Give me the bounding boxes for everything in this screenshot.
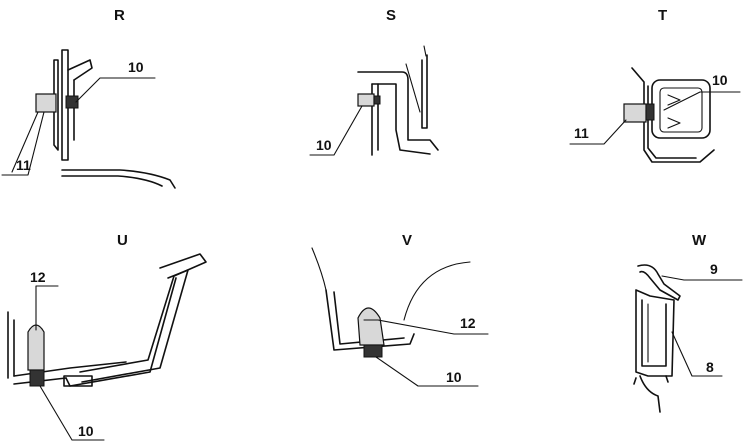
panel-s-clip xyxy=(357,93,375,107)
panel-t-clip-body xyxy=(623,103,647,123)
panel-s-channel-outer xyxy=(357,71,439,151)
panel-t-fastener xyxy=(645,103,655,121)
panel-v-leader-12 xyxy=(377,319,489,335)
panel-v-label-12: 12 xyxy=(460,315,476,331)
panel-s-clip-head xyxy=(373,95,381,105)
panel-v-fastener xyxy=(363,344,383,358)
panel-v-arc-right xyxy=(403,261,471,321)
panel-w-label-8: 8 xyxy=(706,359,714,375)
panel-u-clip-12 xyxy=(27,324,45,371)
panel-t-leader-10 xyxy=(663,91,741,111)
panel-w-channel-inner xyxy=(641,299,667,367)
panel-w-label-9: 9 xyxy=(710,261,718,277)
panel-v-label-10: 10 xyxy=(446,369,462,385)
panel-r-label-10: 10 xyxy=(128,59,144,75)
panel-s-label-10: 10 xyxy=(316,137,332,153)
panel-w-title: W xyxy=(692,232,707,249)
panel-u-leader-10 xyxy=(39,385,105,441)
panel-r-title: R xyxy=(114,7,125,24)
panel-v-title: V xyxy=(402,232,412,249)
panel-t: T 10 11 xyxy=(569,7,741,163)
panel-s-channel-inner xyxy=(371,83,431,155)
panel-w: W 9 8 xyxy=(633,232,743,413)
panel-r-label-11: 11 xyxy=(16,157,31,173)
panel-w-channel-outer xyxy=(635,289,675,377)
panel-t-label-11: 11 xyxy=(574,125,589,141)
panel-r-bracket-tab xyxy=(67,59,93,81)
panel-u-fastener xyxy=(29,369,45,387)
panel-s-strip-line xyxy=(405,63,421,113)
panel-v: V 12 10 xyxy=(311,232,489,387)
panel-w-leader-8 xyxy=(671,331,723,377)
panel-r-fastener xyxy=(65,95,79,109)
panel-r-lower-trim-inner xyxy=(61,175,163,187)
panel-w-lip xyxy=(637,264,681,301)
panel-s-strip-top xyxy=(423,45,427,57)
panel-u-label-10: 10 xyxy=(78,423,94,439)
panel-v-arc-left xyxy=(311,247,327,291)
panel-u-foot xyxy=(63,375,93,387)
panel-t-leader-11 xyxy=(569,119,627,145)
panel-r-leader-10 xyxy=(75,77,156,103)
panel-u: U 12 10 xyxy=(7,232,207,441)
panel-u-arm-outer xyxy=(79,253,207,373)
panel-s-trim-strip xyxy=(421,54,428,129)
panel-u-arm-inner xyxy=(81,269,189,383)
panel-t-housing-ribs xyxy=(667,94,681,129)
panel-t-panel xyxy=(631,67,715,163)
panel-r: R 10 11 xyxy=(1,7,176,189)
panel-u-wall xyxy=(7,311,15,379)
panel-s-title: S xyxy=(386,7,396,24)
panel-v-clip-12 xyxy=(357,307,385,346)
panel-u-title: U xyxy=(117,232,128,249)
panel-u-leader-12 xyxy=(35,285,59,331)
panel-t-label-10: 10 xyxy=(712,72,728,88)
panel-t-housing-inner xyxy=(659,87,703,133)
panel-v-leader-10 xyxy=(375,356,479,387)
panel-r-lower-trim xyxy=(61,169,176,189)
panel-u-label-12: 12 xyxy=(30,269,46,285)
panel-r-plate xyxy=(53,59,59,151)
panel-w-tail xyxy=(639,375,661,413)
panel-r-bracket xyxy=(61,49,69,161)
panel-w-tail-ends xyxy=(633,375,669,385)
panel-w-leader-9 xyxy=(661,275,743,281)
panel-s: S 10 xyxy=(309,7,439,156)
panel-u-arm-edge xyxy=(65,277,177,387)
panel-s-leader-10 xyxy=(309,105,363,156)
panel-t-title: T xyxy=(658,7,667,24)
panel-r-clip-body xyxy=(35,93,57,113)
panel-r-leader-11 xyxy=(1,111,45,176)
